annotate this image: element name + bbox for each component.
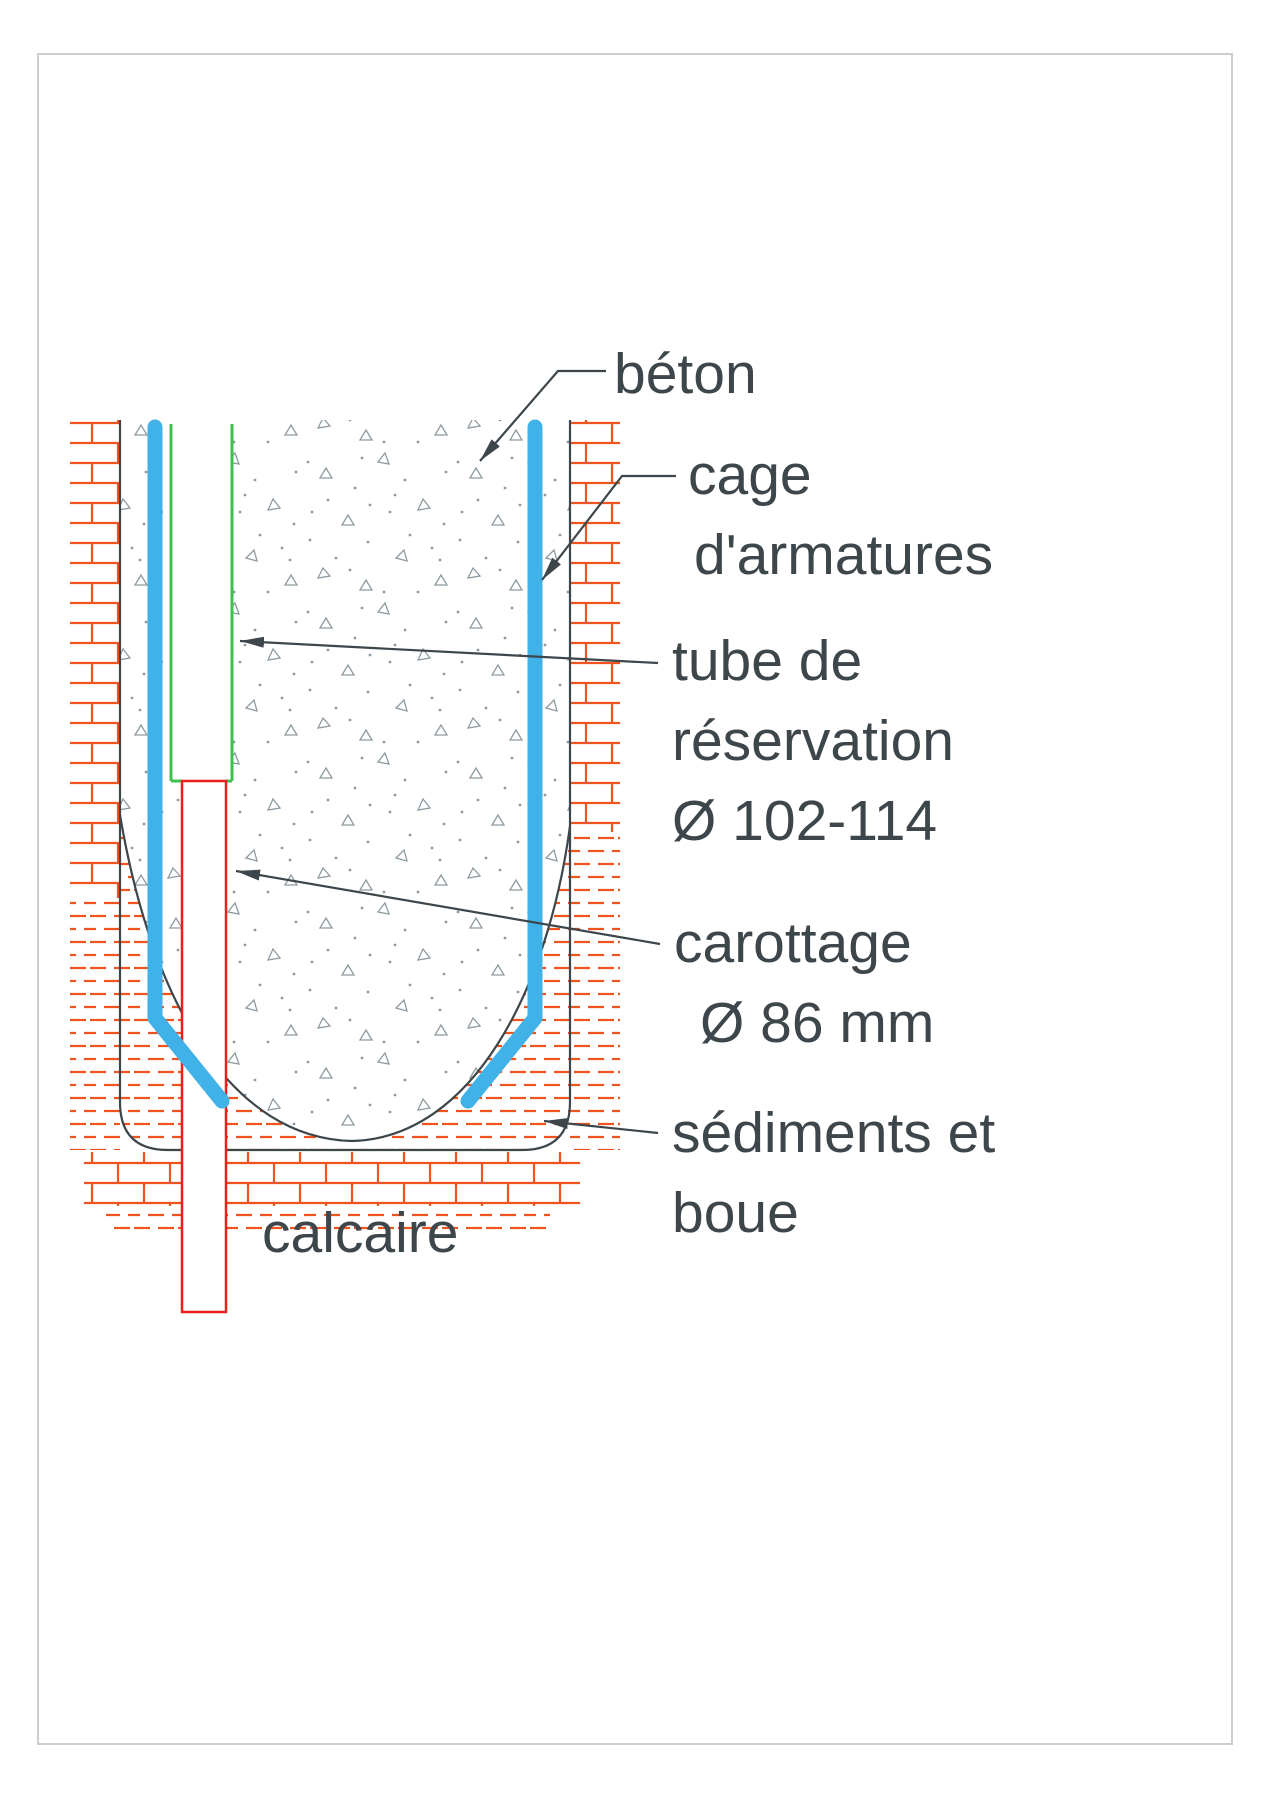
label-cage-line1: cage — [688, 443, 812, 507]
coring-hole-outline — [180, 779, 228, 1314]
label-carottage-line1: carottage — [674, 911, 912, 975]
tube-leader-line — [239, 636, 659, 665]
label-cage-line2: d'armatures — [694, 523, 993, 587]
limestone-hatch-bottom-band — [84, 1152, 580, 1234]
beton-leader-line — [479, 369, 606, 462]
page-border-frame — [37, 53, 1233, 1745]
label-tube-line3: Ø 102-114 — [672, 789, 937, 853]
label-tube-line2: réservation — [672, 709, 954, 773]
rebar-cage-left-bar — [147, 419, 230, 1109]
limestone-hatch-left-wall — [70, 420, 120, 1150]
label-sediments-line2: boue — [672, 1181, 799, 1245]
cage-leader-line — [541, 474, 676, 581]
reservation-tube-lines — [169, 424, 234, 783]
sediments-leader-line — [543, 1118, 659, 1135]
limestone-hatch-right-wall — [570, 420, 620, 1150]
label-sediments-line1: sédiments et — [672, 1101, 995, 1165]
sediment-region — [120, 815, 570, 1150]
sediment-hatch-left-wall — [70, 898, 120, 1150]
rebar-cage-right-bar — [460, 419, 543, 1109]
sediment-hatch-below-band — [106, 1208, 550, 1234]
sediment-hatch-right-wall — [570, 832, 620, 1150]
reservation-tube-gap — [163, 420, 233, 782]
label-carottage-line2: Ø 86 mm — [700, 991, 934, 1055]
label-tube-line1: tube de — [672, 629, 862, 693]
label-beton: béton — [614, 342, 757, 406]
carottage-leader-line — [235, 869, 661, 946]
label-calcaire: calcaire — [262, 1201, 458, 1265]
